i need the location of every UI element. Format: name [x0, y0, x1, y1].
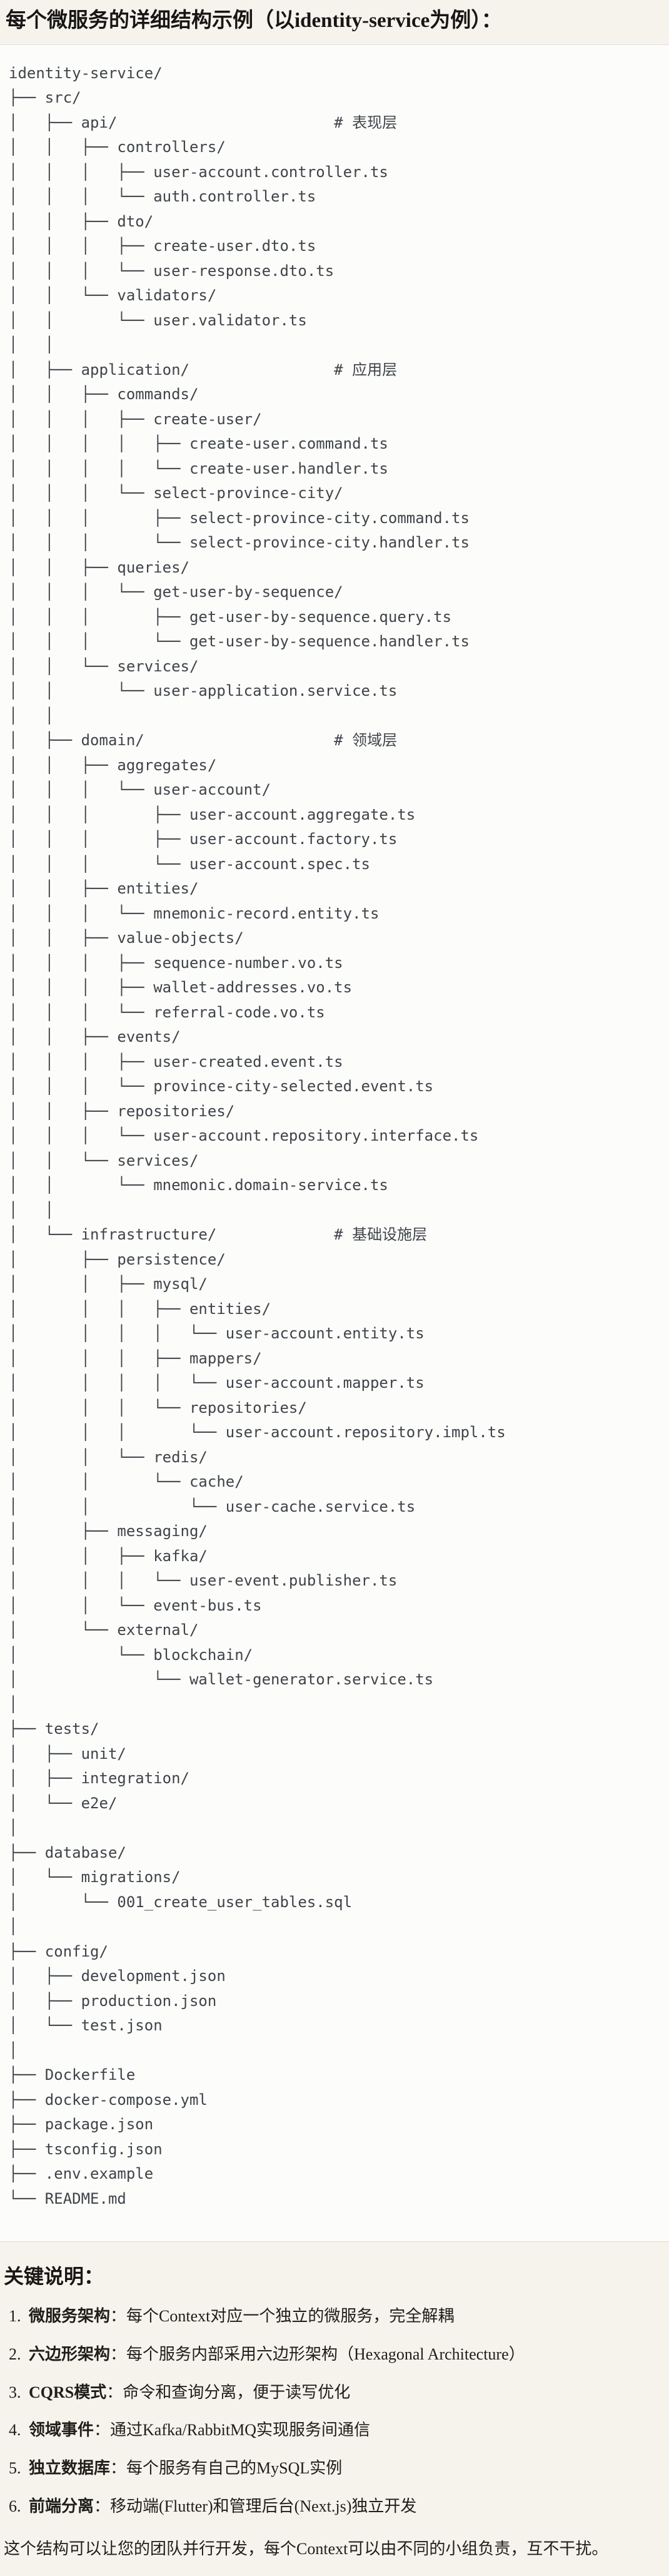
note-item-number: 3. — [9, 2383, 21, 2401]
note-item: 3. CQRS模式：命令和查询分离，便于读写优化 — [9, 2382, 664, 2403]
note-item-text: ：每个Context对应一个独立的微服务，完全解耦 — [110, 2307, 455, 2326]
key-notes-section: 关键说明： 1. 微服务架构：每个Context对应一个独立的微服务，完全解耦 2.… — [0, 2242, 669, 2573]
note-item-number: 4. — [9, 2421, 21, 2440]
page-header: 每个微服务的详细结构示例（以identity-service为例）： — [0, 0, 669, 44]
file-tree-code: identity-service/ ├── src/ │ ├── api/ # … — [9, 64, 506, 2207]
file-tree-block: identity-service/ ├── src/ │ ├── api/ # … — [0, 44, 669, 2243]
note-item: 5. 独立数据库：每个服务有自己的MySQL实例 — [9, 2458, 664, 2479]
key-notes-heading: 关键说明： — [4, 2265, 104, 2288]
closing-paragraph: 这个结构可以让您的团队并行开发，每个Context可以由不同的小组负责，互不干扰… — [4, 2539, 608, 2558]
note-item-number: 6. — [9, 2497, 21, 2516]
note-item-label: 六边形架构 — [29, 2344, 111, 2363]
note-item-label: 领域事件 — [29, 2421, 94, 2440]
note-item-text: ：移动端(Flutter)和管理后台(Next.js)独立开发 — [94, 2497, 417, 2516]
note-item-text: ：通过Kafka/RabbitMQ实现服务间通信 — [94, 2421, 370, 2440]
note-item-text: ：每个服务有自己的MySQL实例 — [110, 2459, 343, 2478]
note-item: 6. 前端分离：移动端(Flutter)和管理后台(Next.js)独立开发 — [9, 2496, 664, 2517]
note-item-text: ：每个服务内部采用六边形架构（Hexagonal Architecture） — [110, 2344, 525, 2363]
note-item-number: 5. — [9, 2459, 21, 2478]
note-item-label: CQRS模式 — [29, 2383, 107, 2401]
note-item-label: 前端分离 — [29, 2497, 94, 2516]
note-item-number: 1. — [9, 2307, 21, 2326]
note-item-label: 独立数据库 — [29, 2459, 111, 2478]
note-item: 4. 领域事件：通过Kafka/RabbitMQ实现服务间通信 — [9, 2420, 664, 2441]
note-item-text: ：命令和查询分离，便于读写优化 — [106, 2383, 351, 2401]
page-title: 每个微服务的详细结构示例（以identity-service为例）： — [6, 9, 502, 32]
note-item-number: 2. — [9, 2344, 21, 2363]
note-item: 1. 微服务架构：每个Context对应一个独立的微服务，完全解耦 — [9, 2306, 664, 2327]
note-item-label: 微服务架构 — [29, 2307, 111, 2326]
note-item: 2. 六边形架构：每个服务内部采用六边形架构（Hexagonal Architec… — [9, 2344, 664, 2365]
